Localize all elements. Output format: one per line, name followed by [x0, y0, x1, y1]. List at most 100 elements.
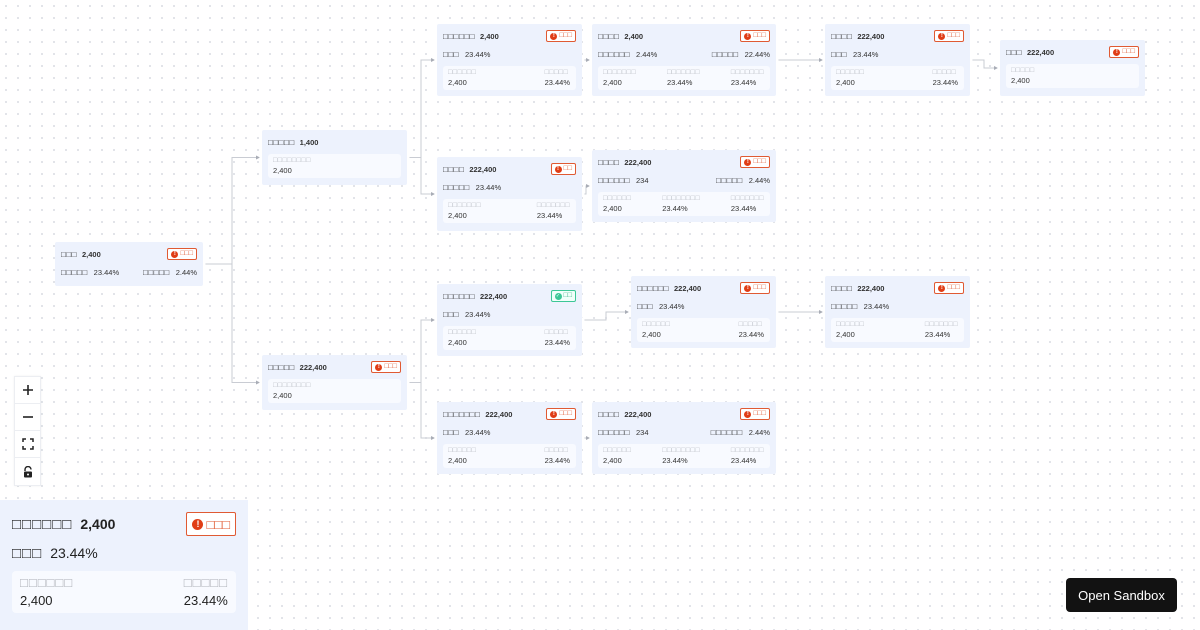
node-title-value: 2,400	[624, 31, 644, 41]
flow-node[interactable]: □□□□222,400□□□□□□□□□234□□□□□2.44%□□□□□□2…	[592, 150, 776, 222]
node-metric-cell: □□□□□□2,400	[448, 68, 476, 88]
node-metric-label: □□□□□	[143, 267, 170, 277]
alert-icon	[375, 363, 383, 372]
status-badge: □□□	[740, 282, 770, 294]
node-metric-cell: □□□□□□2,400	[448, 328, 476, 348]
edge-connector	[407, 157, 432, 195]
zoom-out-button[interactable]	[15, 404, 40, 431]
badge-label: □□□	[753, 284, 766, 291]
node-metric-cell: □□□□□□□23.44%	[731, 194, 764, 214]
detail-title: □□□□□□	[12, 515, 73, 533]
badge-label: □□□	[559, 32, 572, 39]
badge-label: □□□	[753, 410, 766, 417]
node-metric-cell: □□□□□□2,400	[836, 320, 864, 340]
metric-value: 2,400	[1011, 76, 1030, 85]
metric-label: □□□□□□□□	[273, 382, 311, 389]
alert-icon	[744, 284, 752, 293]
metric-value: 23.44%	[544, 78, 570, 87]
node-metric-value: 23.44%	[659, 301, 685, 311]
flow-node[interactable]: □□□□□1,400□□□□□□□□2,400	[262, 130, 407, 185]
flow-node[interactable]: □□□□2,400□□□□□□□□□2.44%□□□□□22.44%□□□□□□…	[592, 24, 776, 96]
node-metric-label: □□□□□□	[598, 49, 630, 59]
node-title-value: 2,400	[480, 31, 499, 41]
detail-metrics: □□□□□□ 2,400 □□□□□ 23.44%	[12, 571, 236, 613]
metric-label: □□□□□□□□	[273, 157, 311, 164]
detail-title-value: 2,400	[80, 516, 116, 532]
alert-icon	[938, 284, 946, 293]
node-metrics: □□□□□□□2,400□□□□□□□23.44%□□□□□□□23.44%	[598, 66, 770, 90]
flow-node[interactable]: □□□□222,400□□□□□□□□□234□□□□□□2.44%□□□□□□…	[592, 402, 776, 474]
node-metric-cell: □□□□□23.44%	[545, 328, 570, 348]
flow-node[interactable]: □□□□□□2,400□□□□□□23.44%□□□□□□2,400□□□□□2…	[437, 24, 582, 96]
alert-icon	[744, 32, 752, 41]
node-metric-cell: □□□□□23.44%	[933, 68, 958, 88]
flow-node[interactable]: □□□□□□222,400□□□□□□23.44%□□□□□□2,400□□□□…	[631, 276, 776, 348]
node-metric-cell: □□□□□□□□23.44%	[662, 446, 700, 466]
node-metric-cell: □□□□□□□23.44%	[537, 201, 570, 221]
arrow-icon	[256, 155, 260, 160]
unlock-icon	[23, 465, 32, 477]
metric-label: □□□□□□□	[730, 195, 764, 202]
detail-status-badge: □□□	[186, 512, 236, 536]
node-metrics: □□□□□□□□2,400	[268, 154, 401, 178]
metric-value: 23.44%	[544, 456, 570, 465]
node-metric-label: □□□	[637, 301, 653, 311]
node-metric-value: 234	[636, 175, 649, 185]
metric-label: □□□□□	[544, 447, 569, 454]
node-title: □□□□□□	[443, 291, 475, 301]
edge-connector	[970, 59, 995, 69]
alert-icon	[938, 32, 946, 41]
edge-connector	[582, 311, 626, 321]
node-metric-label: □□□	[831, 49, 847, 59]
lock-toggle-button[interactable]	[15, 458, 40, 485]
metric-label: □□□□□	[1011, 67, 1035, 74]
flow-node[interactable]: □□□□□□□222,400□□□□□□23.44%□□□□□□2,400□□□…	[437, 402, 582, 474]
node-metric-label: □□□□□□	[598, 175, 630, 185]
metric-label: □□□□□□	[642, 321, 671, 328]
status-badge: □□□	[546, 30, 576, 42]
metric-value: 2,400	[603, 78, 622, 87]
arrow-icon	[431, 318, 435, 322]
node-metric-value: 2.44%	[748, 175, 770, 185]
node-metric-label: □□□□□□	[598, 427, 630, 437]
metric-label: □□□□□□	[836, 69, 865, 76]
arrow-icon	[819, 58, 823, 62]
flow-node[interactable]: □□□222,400□□□□□□□□2,400	[1000, 40, 1145, 96]
metric-label: □□□□□	[544, 329, 569, 336]
flow-node[interactable]: □□□□□□222,400□□□□□23.44%□□□□□□2,400□□□□□…	[437, 284, 582, 356]
flow-node[interactable]: □□□□222,400□□□□□□□23.44%□□□□□□□2,400□□□□…	[437, 157, 582, 231]
fit-view-button[interactable]	[15, 431, 40, 458]
node-metric-value: 23.44%	[465, 309, 491, 319]
node-title: □□□□	[443, 164, 465, 174]
node-metric-cell: □□□□□□2,400	[603, 446, 631, 466]
metric-label: □□□□□□□□	[662, 195, 701, 202]
badge-label: □□□	[947, 284, 960, 291]
node-title-value: 222,400	[624, 157, 652, 167]
node-metrics: □□□□□□2,400□□□□□23.44%	[443, 66, 576, 90]
status-badge: □□□	[371, 361, 401, 373]
status-badge: □□□	[934, 282, 964, 294]
flow-node[interactable]: □□□□222,400□□□□□□□□23.44%□□□□□□2,400□□□□…	[825, 276, 970, 348]
flow-node[interactable]: □□□2,400□□□□□□□□23.44%□□□□□2.44%	[55, 242, 203, 286]
alert-icon	[192, 518, 204, 530]
status-badge: □□□	[1109, 46, 1139, 58]
metric-label: □□□□□	[738, 321, 763, 328]
open-sandbox-button[interactable]: Open Sandbox	[1066, 578, 1177, 612]
arrow-icon	[256, 380, 260, 385]
badge-label: □□□	[384, 363, 397, 370]
node-metric-cell: □□□□□ 2,400	[1011, 66, 1035, 86]
detail-metric: □□□□□□ 2,400	[20, 574, 73, 610]
metric-label: □□□□□	[932, 69, 957, 76]
status-badge: □□□	[740, 30, 770, 42]
node-title-value: 222,400	[857, 283, 885, 293]
metric-value: 2,400	[448, 456, 467, 465]
flow-node[interactable]: □□□□222,400□□□□□□23.44%□□□□□□2,400□□□□□2…	[825, 24, 970, 96]
detail-metric: □□□□□ 23.44%	[184, 574, 228, 610]
flow-node[interactable]: □□□□□222,400□□□□□□□□□□□2,400	[262, 355, 407, 410]
metric-label: □□□□□□	[603, 447, 632, 454]
detail-panel: □□□□□□ 2,400 □□□ □□□ 23.44% □□□□□□ 2,400…	[0, 500, 248, 630]
zoom-in-button[interactable]	[15, 377, 40, 404]
edge-connector	[203, 157, 257, 265]
arrow-icon	[586, 58, 590, 62]
